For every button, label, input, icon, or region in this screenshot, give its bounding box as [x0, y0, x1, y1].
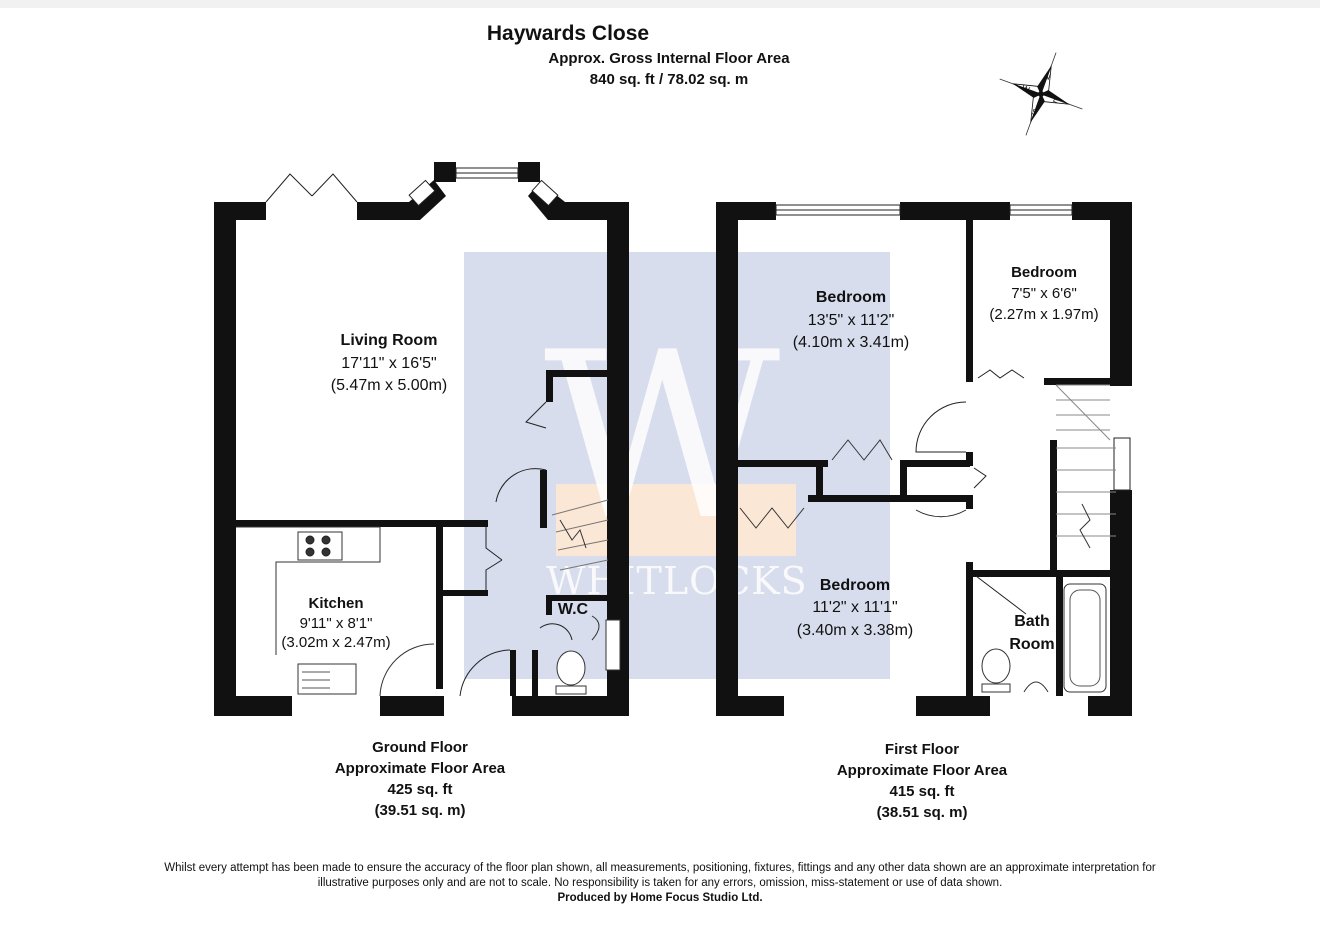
first-floor-title: First Floor: [884, 741, 960, 758]
ground-floor-plan: [214, 162, 629, 716]
room-labels: Living Room 17'11" x 16'5" (5.47m x 5.00…: [281, 264, 1098, 653]
bathroom-name-line1: Bath: [1014, 613, 1050, 630]
ground-floor-area-sqft: 425 sq. ft: [387, 781, 453, 798]
first-floor-summary: First Floor Approximate Floor Area 415 s…: [802, 739, 1042, 823]
disclaimer-line2: illustrative purposes only and are not t…: [317, 877, 1003, 889]
bedroom2-imperial: 7'5" x 6'6": [1011, 285, 1077, 302]
bedroom1-name: Bedroom: [816, 289, 886, 306]
compass-s: S: [1030, 107, 1038, 117]
kitchen-imperial: 9'11" x 8'1": [300, 615, 373, 632]
kitchen-name: Kitchen: [308, 595, 363, 612]
ground-floor-area-sqm: (39.51 sq. m): [374, 802, 466, 819]
first-floor-area-label: Approximate Floor Area: [836, 762, 1008, 779]
first-floor-plan: [716, 202, 1132, 716]
ground-floor-summary: Ground Floor Approximate Floor Area 425 …: [300, 737, 540, 821]
whitlocks-watermark: W WHITLOCKS: [464, 252, 890, 679]
ground-floor-area-label: Approximate Floor Area: [334, 760, 506, 777]
bedroom3-imperial: 11'2" x 11'1": [812, 599, 897, 616]
compass-n: N: [1043, 71, 1052, 82]
kitchen-metric: (3.02m x 2.47m): [281, 634, 390, 651]
bedroom1-metric: (4.10m x 3.41m): [793, 334, 909, 351]
compass-rose: N E S W: [999, 52, 1083, 136]
first-floor-area-sqft: 415 sq. ft: [889, 783, 955, 800]
ground-floor-title: Ground Floor: [372, 739, 468, 756]
living-room-name: Living Room: [341, 332, 438, 349]
top-band: [0, 0, 1320, 8]
watermark-letter: W: [544, 304, 780, 571]
wc-name: W.C: [558, 601, 589, 618]
first-floor-area-sqm: (38.51 sq. m): [876, 804, 968, 821]
first-floor-openings: [739, 204, 1131, 693]
compass-e: E: [1052, 95, 1060, 105]
disclaimer-line1: Whilst every attempt has been made to en…: [164, 862, 1156, 874]
bedroom3-name: Bedroom: [820, 577, 890, 594]
living-room-metric: (5.47m x 5.00m): [331, 377, 447, 394]
bedroom3-metric: (3.40m x 3.38m): [797, 622, 913, 639]
page-title: Haywards Close: [486, 22, 650, 45]
bedroom1-imperial: 13'5" x 11'2": [808, 312, 895, 329]
living-room-imperial: 17'11" x 16'5": [341, 355, 436, 372]
producer-credit: Produced by Home Focus Studio Ltd.: [557, 892, 763, 904]
total-area: 840 sq. ft / 78.02 sq. m: [589, 71, 749, 88]
compass-w: W: [1021, 83, 1032, 94]
disclaimer: Whilst every attempt has been made to en…: [60, 861, 1260, 906]
bedroom2-metric: (2.27m x 1.97m): [989, 306, 1098, 323]
bathroom-name-line2: Room: [1009, 636, 1054, 653]
bedroom2-name: Bedroom: [1011, 264, 1077, 281]
ground-floor-openings: [236, 167, 621, 697]
page-subtitle: Approx. Gross Internal Floor Area: [548, 50, 790, 67]
